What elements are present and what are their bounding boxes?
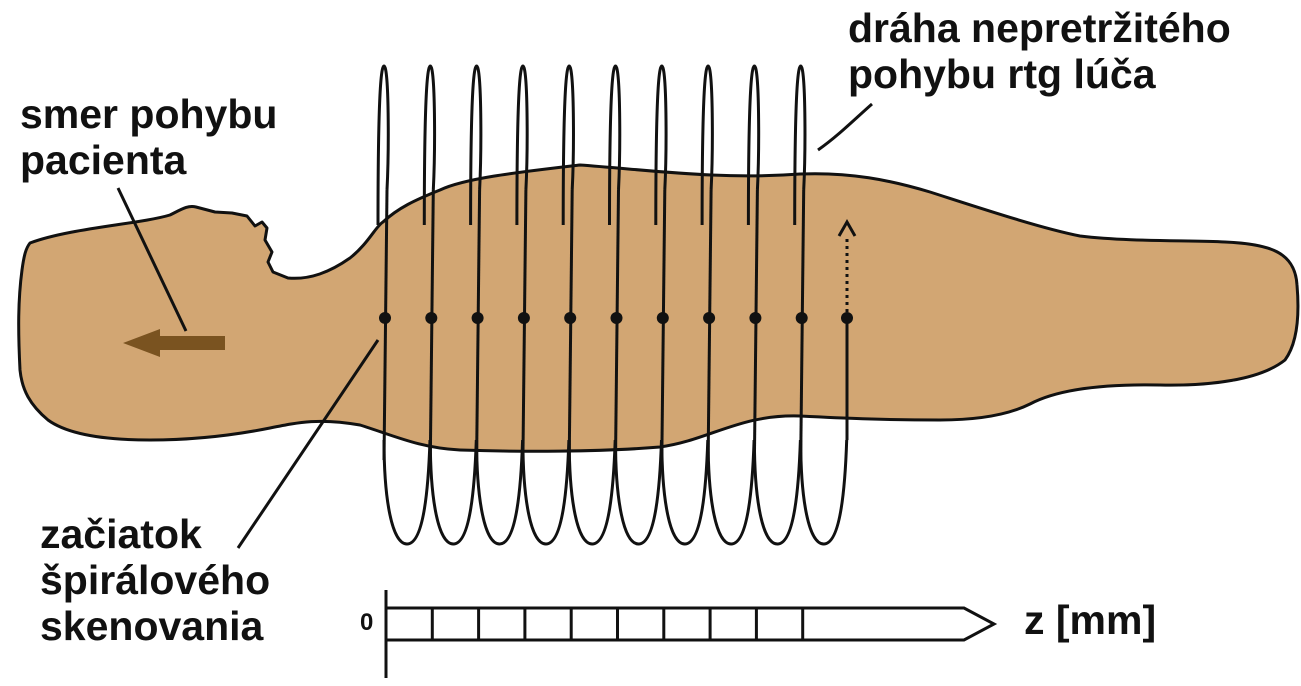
axis-zero-label: 0 [360,610,373,637]
spiral-bottom-loop [523,440,569,544]
label-scan-start-line-1: začiatok [40,512,270,558]
spiral-bottom-loop [477,440,523,544]
spiral-marker-dot [518,312,530,324]
z-axis [386,590,994,678]
leader-line-beam-path [818,104,872,150]
spiral-marker-dot [425,312,437,324]
spiral-bottom-loop [754,440,800,544]
axis-z-label: z [mm] [1024,598,1156,644]
spiral-marker-dot [796,312,808,324]
label-scan-start-line-2: špirálového [40,558,270,604]
spiral-bottom-loop [569,440,615,544]
label-beam-path-line-2: pohybu rtg lúča [848,52,1231,98]
label-patient-direction-line-2: pacienta [20,138,277,184]
spiral-bottom-loop [708,440,754,544]
spiral-bottom-loop [616,440,662,544]
spiral-marker-dot [703,312,715,324]
spiral-bottom-loop [662,440,708,544]
spiral-marker-dot [564,312,576,324]
spiral-marker-dot [379,312,391,324]
label-scan-start: začiatok špirálového skenovania [40,512,270,650]
spiral-marker-dot [657,312,669,324]
spiral-bottom-loop [384,440,430,544]
spiral-marker-dot [611,312,623,324]
spiral-bottom-loop [801,440,847,544]
spiral-marker-dot [472,312,484,324]
label-beam-path-line-1: dráha nepretržitého [848,6,1231,52]
label-beam-path: dráha nepretržitého pohybu rtg lúča [848,6,1231,98]
spiral-marker-dot [749,312,761,324]
patient-body [19,165,1298,451]
label-patient-direction: smer pohybu pacienta [20,92,277,184]
label-patient-direction-line-1: smer pohybu [20,92,277,138]
spiral-marker-dot [841,312,853,324]
spiral-bottom-loop [430,440,476,544]
label-scan-start-line-3: skenovania [40,604,270,650]
